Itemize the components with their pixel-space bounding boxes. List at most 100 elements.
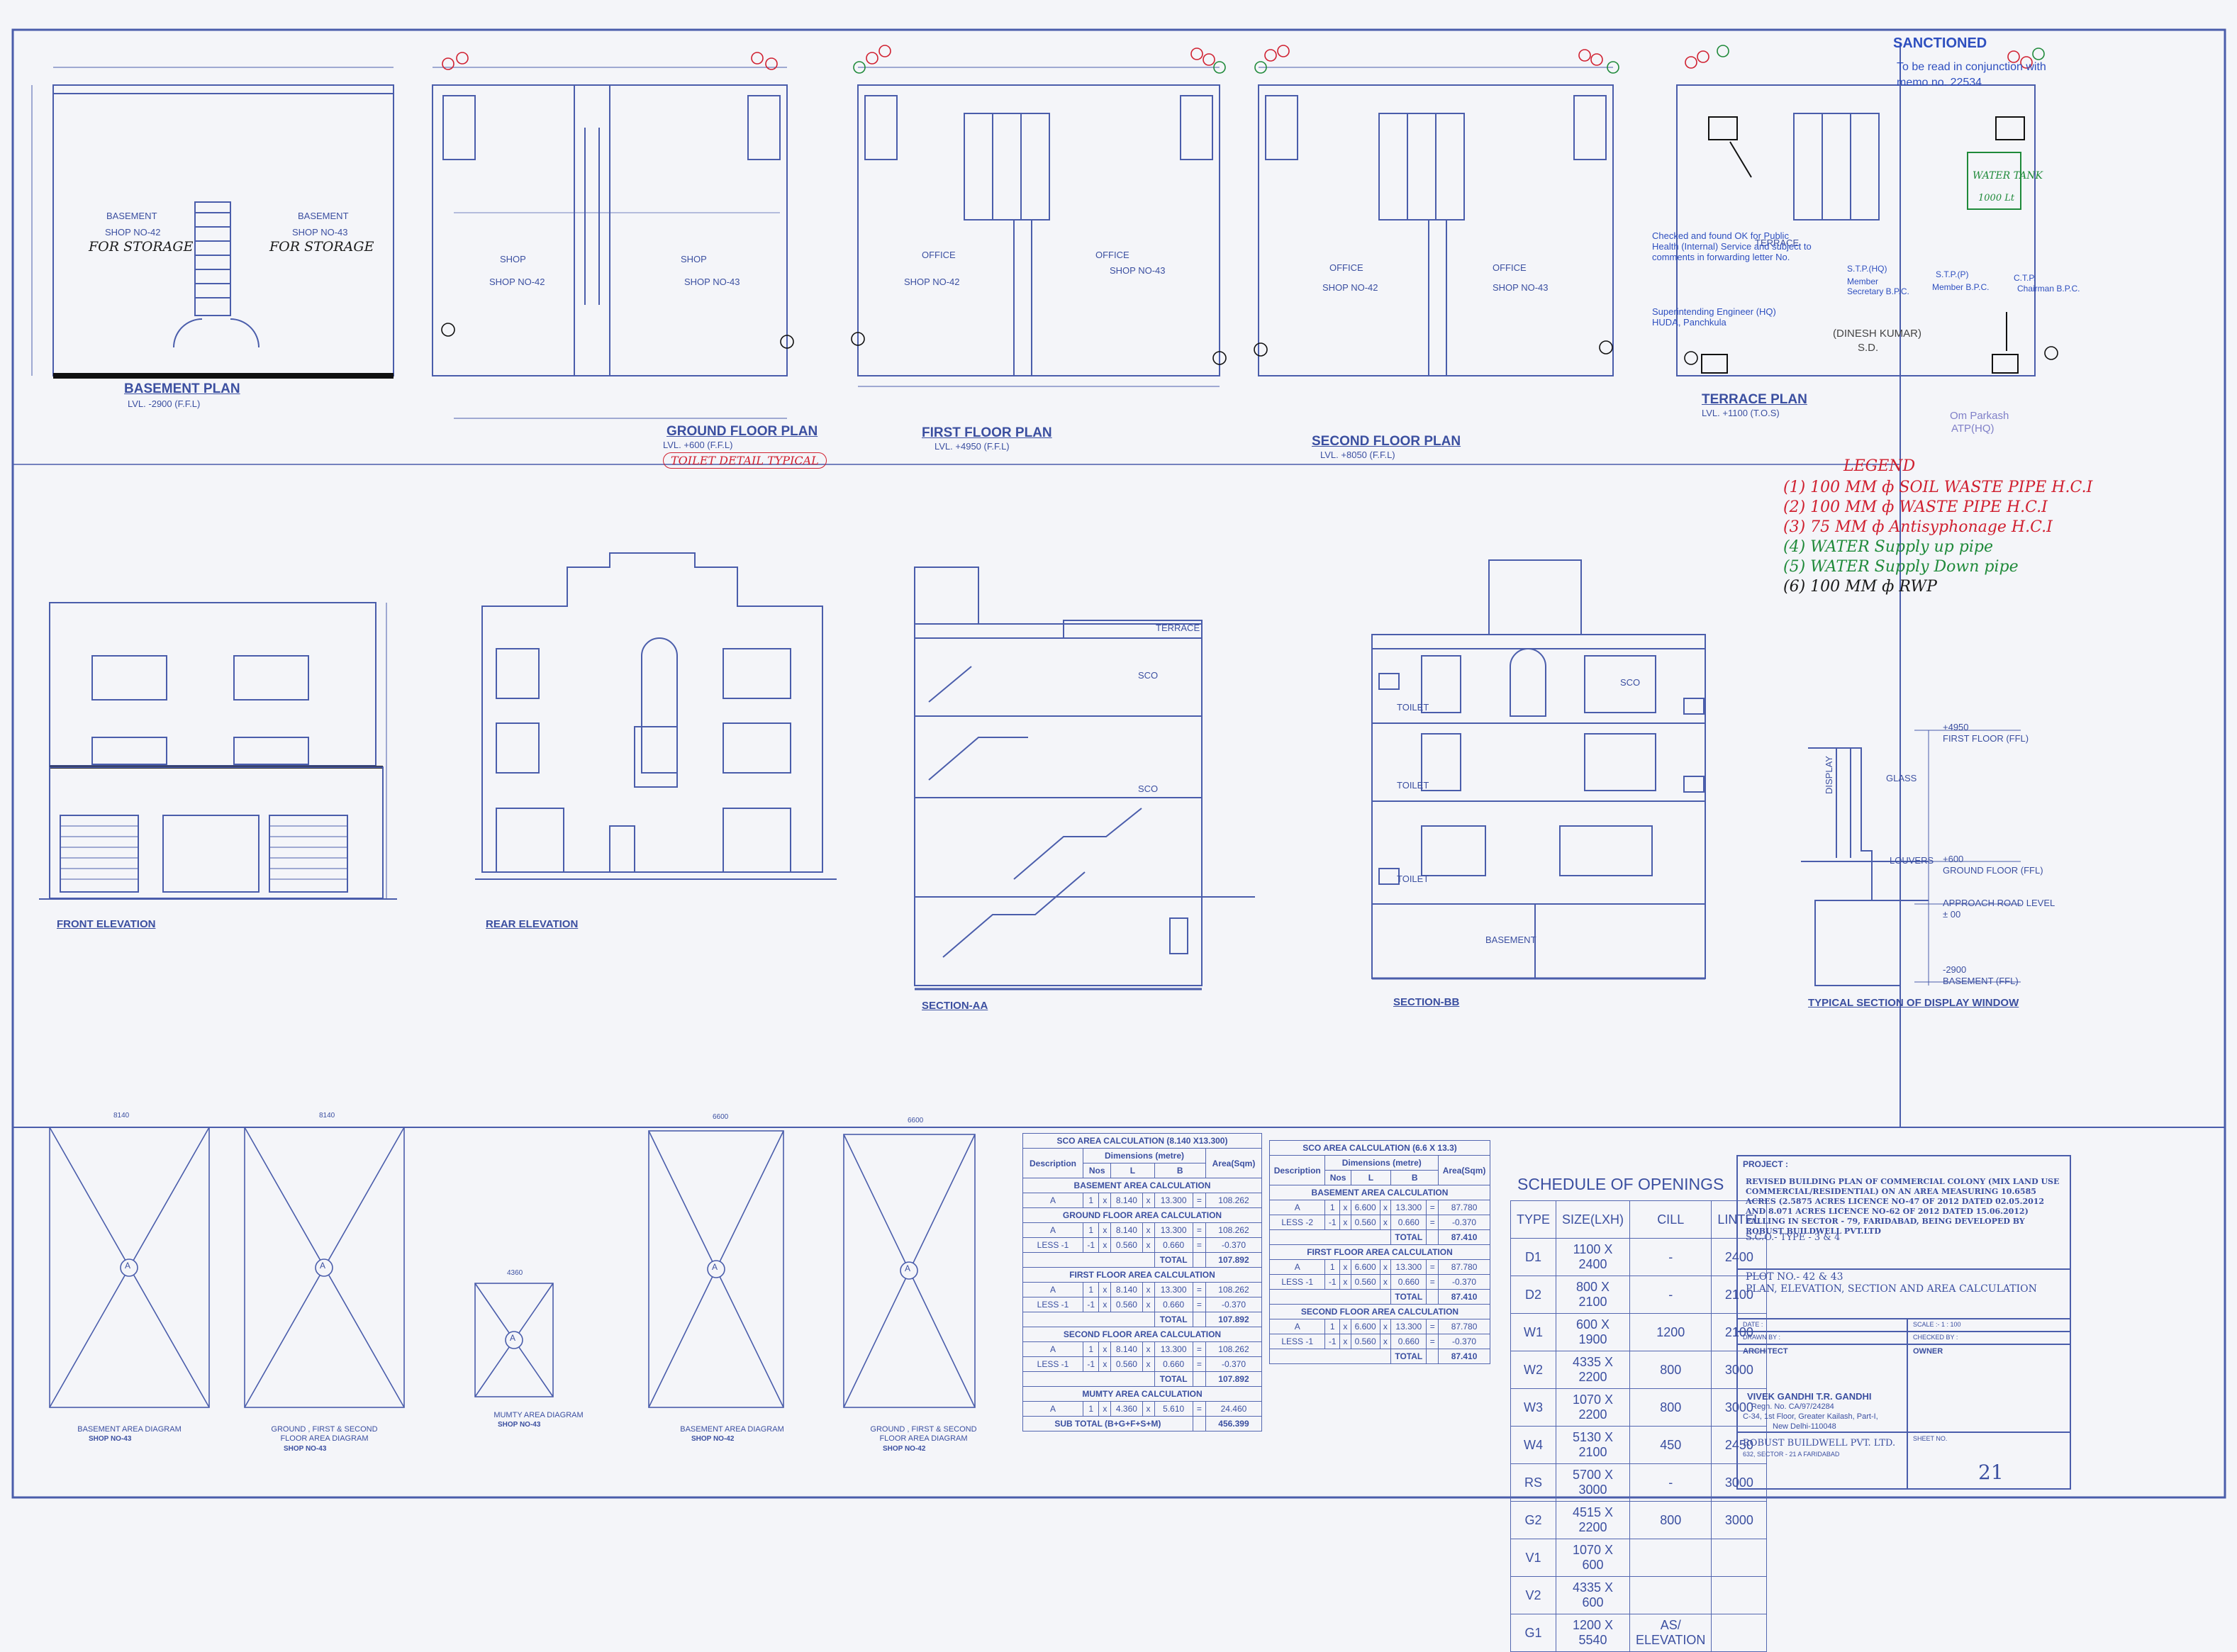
openings-cell bbox=[1629, 1539, 1712, 1577]
calc-cell: -0.370 bbox=[1438, 1274, 1490, 1290]
calc-cell: 1 bbox=[1083, 1222, 1100, 1238]
openings-cell: W3 bbox=[1510, 1388, 1557, 1427]
calc-cell: x bbox=[1142, 1401, 1155, 1417]
calc-cell: x bbox=[1379, 1334, 1392, 1349]
calc-cell: 0.660 bbox=[1390, 1274, 1427, 1290]
terrace-plan bbox=[1676, 84, 2036, 376]
calc-cell: x bbox=[1142, 1356, 1155, 1372]
atp-title: ATP(HQ) bbox=[1951, 423, 1995, 435]
calc-cell: 13.300 bbox=[1390, 1319, 1427, 1334]
rear-elevation-title: REAR ELEVATION bbox=[486, 918, 579, 930]
owner-company: ROBUST BUILDWELL PVT. LTD. bbox=[1743, 1438, 1896, 1449]
openings-cell: - bbox=[1629, 1276, 1712, 1314]
section-bb-basement: BASEMENT bbox=[1485, 934, 1536, 945]
calc-cell: 0.660 bbox=[1154, 1356, 1193, 1372]
public-health-note: Checked and found OK for Public Health (… bbox=[1652, 230, 1812, 262]
openings-cell: G1 bbox=[1510, 1614, 1557, 1652]
calc-cell: x bbox=[1339, 1274, 1351, 1290]
water-tank-label: WATER TANK bbox=[1973, 170, 2043, 182]
area-diagram-shop: SHOP NO-42 bbox=[691, 1435, 735, 1443]
calc-header: B bbox=[1154, 1163, 1206, 1178]
calc-section: SECOND FLOOR AREA CALCULATION bbox=[1269, 1304, 1490, 1319]
calc-cell: 8.140 bbox=[1110, 1282, 1143, 1297]
calc-cell: 8.140 bbox=[1110, 1193, 1143, 1208]
architect-address-2: New Delhi-110048 bbox=[1773, 1422, 1836, 1431]
checked-by: CHECKED BY : bbox=[1913, 1334, 1958, 1341]
calc-cell: 8.140 bbox=[1110, 1222, 1143, 1238]
calc-cell: A bbox=[1268, 1259, 1326, 1275]
calc-cell: -1 bbox=[1324, 1334, 1341, 1349]
area-diagram-caption: BASEMENT AREA DIAGRAM bbox=[77, 1425, 182, 1434]
area-diagram-mark: A bbox=[125, 1261, 131, 1271]
calc-cell: x bbox=[1098, 1341, 1112, 1357]
owner-label: OWNER bbox=[1913, 1347, 1943, 1356]
calc-section: FIRST FLOOR AREA CALCULATION bbox=[1022, 1267, 1262, 1283]
calc-total-value: 87.410 bbox=[1438, 1229, 1490, 1245]
calc-cell: -0.370 bbox=[1438, 1215, 1490, 1230]
basement-plan bbox=[31, 67, 394, 379]
openings-cell: - bbox=[1629, 1238, 1712, 1276]
calc-total-label: TOTAL bbox=[1390, 1229, 1427, 1245]
area-diagram-mark: A bbox=[905, 1263, 911, 1273]
calc-cell: LESS -1 bbox=[1268, 1274, 1326, 1290]
calc-cell: x bbox=[1098, 1222, 1112, 1238]
openings-cell: RS bbox=[1510, 1463, 1557, 1502]
sco-type: S.C.O.- TYPE - 3 & 4 bbox=[1746, 1232, 1841, 1243]
calc-cell: x bbox=[1339, 1319, 1351, 1334]
scale-label: SCALE :- 1 : 100 bbox=[1913, 1321, 1961, 1328]
area-diagram-caption: BASEMENT AREA DIAGRAM bbox=[680, 1425, 784, 1434]
basement-shop-left: SHOP NO-42 bbox=[105, 227, 161, 238]
lvl-00: ± 00 bbox=[1943, 909, 1961, 920]
calc-cell: 13.300 bbox=[1154, 1222, 1193, 1238]
section-bb-toilet-3: TOILET bbox=[1397, 874, 1429, 884]
legend-item: (2) 100 MM ф WASTE PIPE H.C.I bbox=[1783, 498, 2048, 516]
openings-cell: 3000 bbox=[1711, 1351, 1768, 1389]
calc-cell: -0.370 bbox=[1205, 1356, 1263, 1372]
calc-cell: 87.780 bbox=[1438, 1259, 1490, 1275]
openings-cell: 600 X 1900 bbox=[1556, 1313, 1631, 1351]
calc-cell: = bbox=[1192, 1193, 1206, 1208]
calc-total-value: 107.892 bbox=[1205, 1252, 1263, 1268]
section-aa-terrace: TERRACE bbox=[1156, 623, 1200, 633]
typical-section-display-window bbox=[1801, 730, 2021, 986]
calc-cell: 13.300 bbox=[1154, 1282, 1193, 1297]
calc-cell: 108.262 bbox=[1205, 1222, 1263, 1238]
calc-cell: x bbox=[1142, 1237, 1155, 1253]
glass-label: GLASS bbox=[1886, 773, 1917, 783]
sheet-number: 21 bbox=[1978, 1461, 2004, 1484]
calc-cell: x bbox=[1379, 1200, 1392, 1215]
calc-cell: 0.560 bbox=[1110, 1297, 1143, 1312]
drawing-svg bbox=[11, 28, 2226, 1499]
calc-cell: 13.300 bbox=[1390, 1200, 1427, 1215]
area-diagram-shop: SHOP NO-43 bbox=[89, 1435, 132, 1443]
officer-name: (DINESH KUMAR) bbox=[1833, 328, 1922, 340]
openings-cell bbox=[1629, 1576, 1712, 1614]
ground-floor-ffl: GROUND FLOOR (FFL) bbox=[1943, 865, 2043, 876]
openings-cell: 1070 X 2200 bbox=[1556, 1388, 1631, 1427]
lvl-4950: +4950 bbox=[1943, 722, 1969, 732]
sheet-no-label: SHEET NO. bbox=[1913, 1435, 1948, 1442]
sheet-border bbox=[11, 28, 2226, 1499]
calc-total-value: 87.410 bbox=[1438, 1289, 1490, 1305]
calc-cell: -1 bbox=[1083, 1356, 1100, 1372]
calc-total-value: 87.410 bbox=[1438, 1349, 1490, 1364]
openings-cell: D1 bbox=[1510, 1238, 1557, 1276]
calc-cell: 5.610 bbox=[1154, 1401, 1193, 1417]
approach-road-level: APPROACH ROAD LEVEL bbox=[1943, 898, 2055, 908]
area-diagram-dimension: 8140 bbox=[113, 1112, 130, 1120]
toilet-detail-note: TOILET DETAIL TYPICAL bbox=[663, 452, 827, 469]
calc-cell: = bbox=[1192, 1237, 1206, 1253]
calc-cell: = bbox=[1426, 1200, 1439, 1215]
